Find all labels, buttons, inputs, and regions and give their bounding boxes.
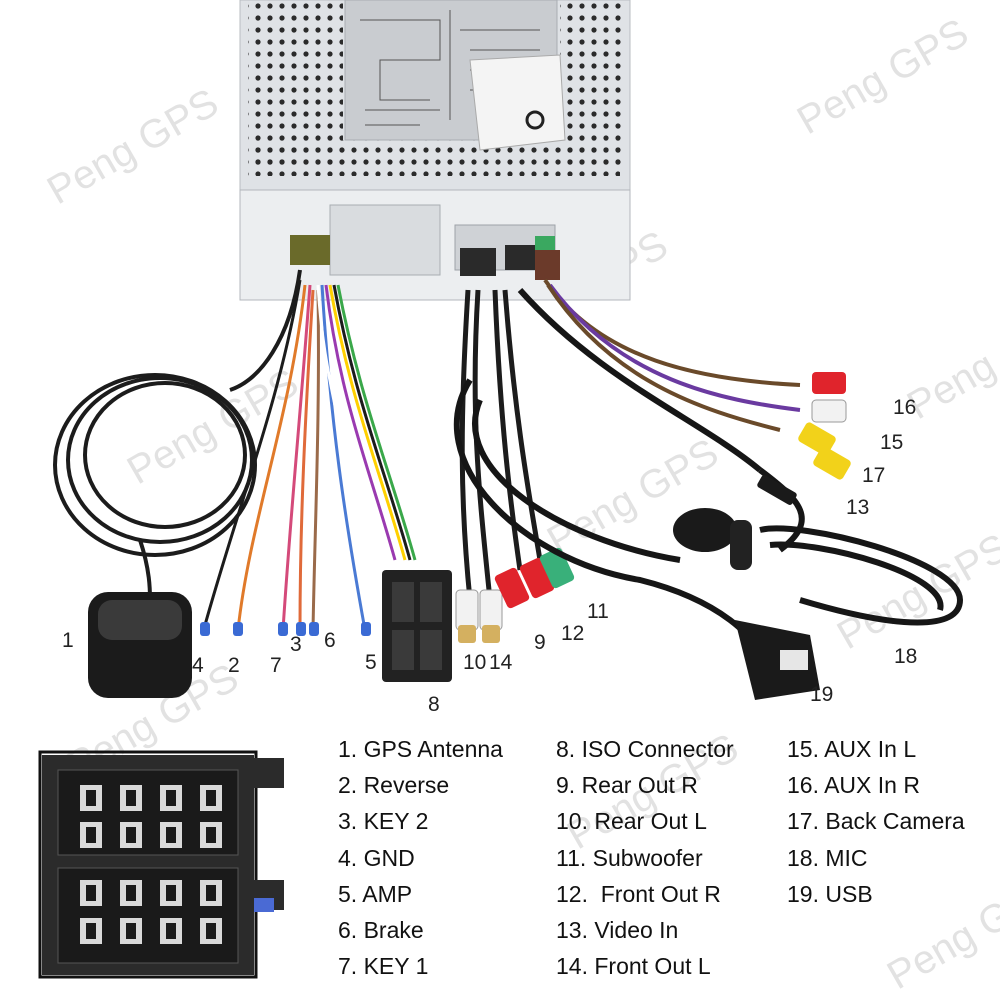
legend-item: 2. Reverse: [338, 772, 450, 799]
legend-item: 12. Front Out R: [556, 880, 721, 907]
legend-item: 18. MIC: [787, 844, 868, 871]
legend-item: 13. Video In: [556, 916, 679, 943]
legend-item: 11. Subwoofer: [556, 844, 703, 871]
legend-item: 4. GND: [338, 844, 415, 871]
gps-antenna: [88, 592, 192, 698]
legend-item: 15. AUX In L: [787, 736, 917, 762]
legend-item: 7. KEY 1: [338, 953, 429, 980]
callout-3: 3: [290, 633, 302, 656]
rca-plugs-aux: [798, 372, 851, 480]
callout-18: 18: [894, 645, 918, 668]
callout-15: 15: [880, 431, 904, 454]
callout-10: 10: [463, 651, 487, 674]
callout-9: 9: [534, 631, 546, 654]
iso-connector-large: [38, 750, 284, 979]
callout-5: 5: [365, 651, 377, 674]
legend-item: 9. Rear Out R: [556, 772, 698, 799]
legend-item: 10. Rear Out L: [556, 808, 707, 835]
callout-1: 1: [62, 629, 74, 652]
callout-17: 17: [862, 464, 886, 487]
callout-13: 13: [846, 496, 870, 519]
microphone: [673, 508, 752, 570]
harness-wires: [203, 279, 417, 631]
callout-7: 7: [270, 654, 282, 677]
legend-item: 1. GPS Antenna: [338, 736, 503, 762]
legend-column-3: 15. AUX In L 16. AUX In R 17. Back Camer…: [787, 735, 965, 916]
legend-item: 16. AUX In R: [787, 772, 920, 799]
legend-item: 3. KEY 2: [338, 808, 429, 835]
callout-4: 4: [192, 654, 204, 677]
legend-item: 19. USB: [787, 880, 873, 907]
wire-tips: [200, 622, 371, 636]
legend-item: 5. AMP: [338, 880, 413, 907]
callout-14: 14: [489, 651, 513, 674]
callout-12: 12: [561, 622, 585, 645]
legend-column-1: 1. GPS Antenna 2. Reverse 3. KEY 2 4. GN…: [338, 735, 503, 988]
callout-11: 11: [587, 600, 609, 623]
legend-column-2: 8. ISO Connector 9. Rear Out R 10. Rear …: [556, 735, 734, 988]
usb-plug: [735, 620, 820, 700]
rca-audio-cables: [459, 289, 543, 601]
iso-connector-plug: [382, 570, 452, 682]
callout-19: 19: [810, 683, 834, 706]
callout-6: 6: [324, 629, 336, 652]
head-unit: [239, 0, 631, 301]
legend-item: 8. ISO Connector: [556, 736, 734, 762]
aux-cables: [543, 278, 801, 432]
legend-item: 17. Back Camera: [787, 808, 965, 835]
callout-2: 2: [228, 654, 240, 677]
callout-8: 8: [428, 693, 440, 716]
video-in-plug: [757, 475, 797, 505]
rca-plugs-audio: [455, 547, 575, 643]
callout-16: 16: [893, 396, 917, 419]
legend-item: 14. Front Out L: [556, 953, 711, 980]
legend-item: 6. Brake: [338, 916, 424, 943]
